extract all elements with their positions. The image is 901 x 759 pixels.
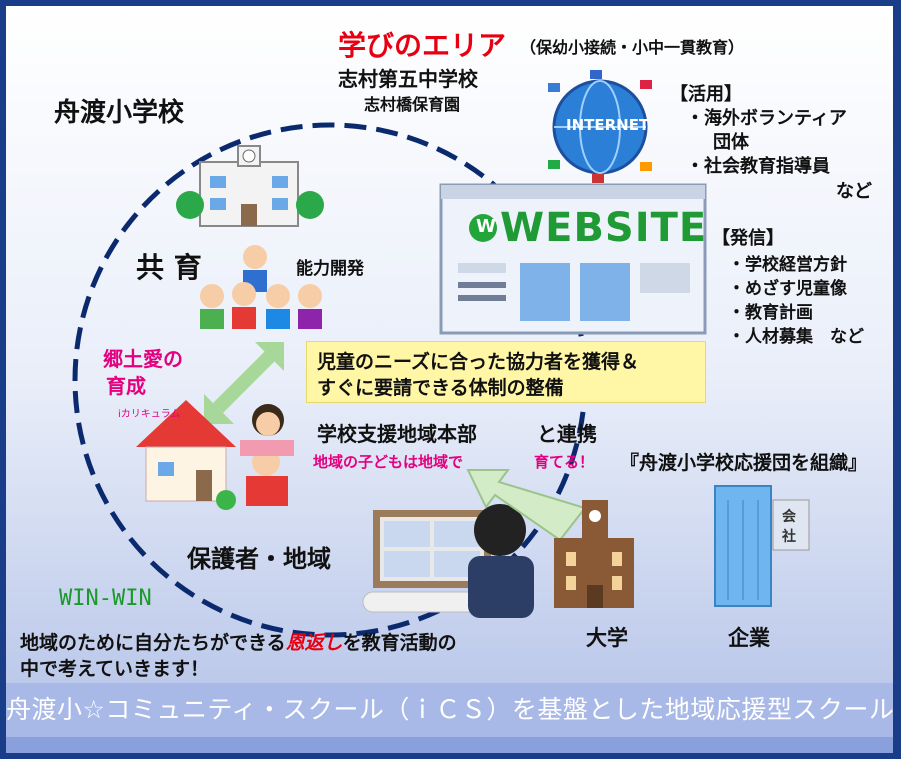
support-group-label: 『舟渡小学校応援団を組織』 — [620, 452, 868, 474]
local-children-text: 地域の子どもは地域で — [313, 453, 464, 471]
usage-item-etc: など — [836, 181, 872, 202]
house-icon — [136, 400, 236, 510]
guardians-community-label: 保護者・地域 — [187, 545, 331, 573]
double-arrow-icon — [204, 342, 284, 424]
hometown-love-label-line1: 郷土愛の — [103, 347, 183, 371]
message-line1: 地域のために自分たちができる恩返しを教育活動の — [20, 628, 457, 655]
learning-area-title: 学びのエリア — [338, 29, 507, 62]
internet-label: INTERNET — [566, 116, 650, 134]
globe-icon — [548, 70, 652, 183]
university-building-icon — [554, 500, 634, 608]
publish-item-recruit: ・人材募集 など — [728, 327, 864, 347]
kyoiku-label: 共 育 — [136, 251, 202, 284]
usage-heading: 【活用】 — [670, 84, 742, 105]
website-label: WEBSITE — [500, 205, 708, 251]
support-arrow-icon — [466, 469, 587, 542]
usage-item-volunteer: ・海外ボランティア — [686, 108, 847, 129]
company-sign-b: 社 — [782, 529, 796, 545]
message-emphasis: 恩返し — [285, 632, 343, 654]
learning-area-subtitle: （保幼小接続・小中一貫教育） — [520, 38, 745, 57]
message-prefix: 地域のために自分たちができる — [20, 632, 286, 654]
person-icon — [468, 504, 534, 618]
publish-item-ideal-child: ・めざす児童像 — [728, 279, 847, 299]
company-label: 企業 — [728, 626, 770, 650]
usage-item-instructor: ・社会教育指導員 — [686, 156, 830, 177]
yellow-box-line1: 児童のニーズに合った協力者を獲得＆ — [317, 351, 640, 373]
publish-item-plan: ・教育計画 — [728, 303, 813, 323]
yellow-highlight-box: 児童のニーズに合った協力者を獲得＆ すぐに要請できる体制の整備 — [306, 341, 706, 403]
junior-high-school-label: 志村第五中学校 — [338, 67, 478, 91]
win-win-label: WIN-WIN — [59, 586, 152, 611]
raise-text: 育てる！ — [534, 453, 595, 471]
message-line2: 中で考えていきます！ — [20, 658, 210, 680]
family-icon — [240, 404, 294, 506]
school-name-label: 舟渡小学校 — [54, 98, 185, 128]
publish-heading: 【発信】 — [712, 228, 784, 249]
footer-banner: 舟渡小☆コミュニティ・スクール（ｉＣＳ）を基盤とした地域応援型スクール — [6, 683, 893, 737]
nursery-label: 志村橋保育園 — [364, 95, 461, 114]
university-label: 大学 — [586, 626, 628, 650]
hometown-love-label-line2: 育成 — [106, 374, 146, 398]
support-hq-label: 学校支援地域本部 — [317, 422, 477, 446]
publish-item-policy: ・学校経営方針 — [728, 255, 847, 275]
ability-development-label: 能力開発 — [296, 259, 364, 279]
curriculum-label: iカリキュラム — [118, 409, 181, 420]
message-suffix: を教育活動の — [342, 632, 457, 654]
children-group-icon — [200, 245, 322, 329]
yellow-box-line2: すぐに要請できる体制の整備 — [317, 377, 564, 399]
usage-item-group: 団体 — [713, 132, 749, 153]
website-browser-icon — [439, 183, 707, 335]
company-building-icon — [714, 485, 810, 607]
website-logo-icon: W — [476, 216, 496, 237]
company-sign-a: 会 — [782, 509, 796, 525]
footer-strip — [6, 737, 893, 753]
school-building-icon — [176, 145, 324, 227]
link-text: と連携 — [537, 422, 597, 446]
